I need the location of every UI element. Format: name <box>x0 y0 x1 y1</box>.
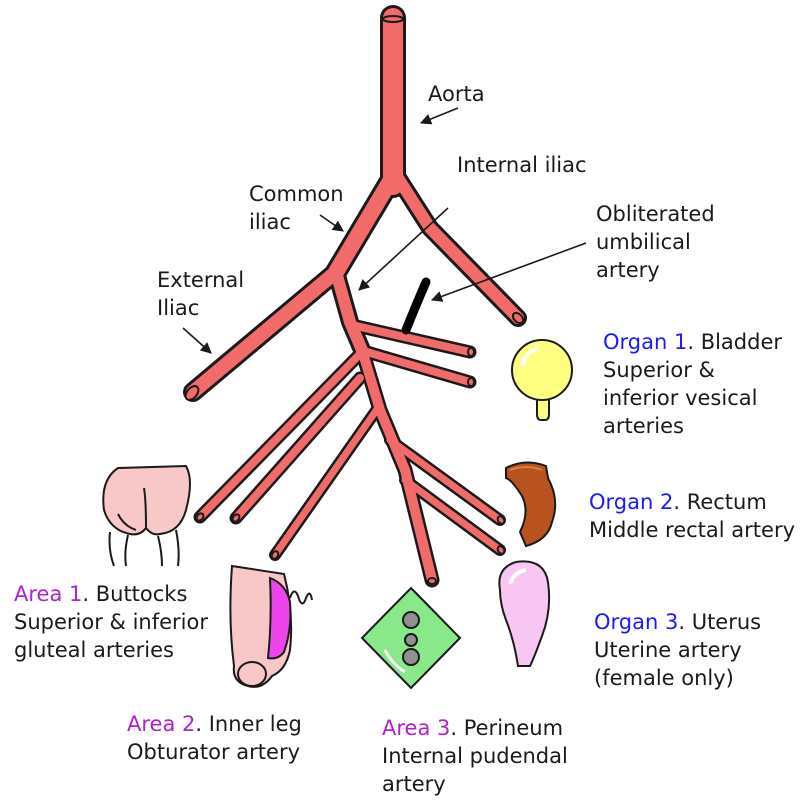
common-iliac-label: Common iliac <box>249 180 344 236</box>
area-2-tag: Area 2 <box>127 712 195 736</box>
obliterated-label: Obliterated umbilical artery <box>596 200 715 284</box>
area-3-line-2: artery <box>382 770 568 798</box>
area-1-line-1: Superior & inferior <box>14 608 208 636</box>
internal-iliac-text: Internal iliac <box>457 151 587 179</box>
inner-leg-icon <box>230 566 312 687</box>
perineum-icon <box>362 588 460 688</box>
area-2-name: . Inner leg <box>195 712 301 736</box>
external-iliac-arrow <box>183 328 211 353</box>
organ-1-line-3: arteries <box>603 412 782 440</box>
area-2-heading: Area 2. Inner leg <box>127 710 302 738</box>
organ-2-label: Organ 2. Rectum Middle rectal artery <box>589 488 795 544</box>
organ-3-line-1: Uterine artery <box>594 636 761 664</box>
obliterated-umbilical-artery <box>406 282 426 330</box>
rectum-icon <box>506 462 555 546</box>
bladder-icon <box>512 340 572 420</box>
organ-1-name: . Bladder <box>687 330 782 354</box>
organ-1-label: Organ 1. Bladder Superior & inferior ves… <box>603 328 782 440</box>
area-3-heading: Area 3. Perineum <box>382 714 568 742</box>
organ-2-line-1: Middle rectal artery <box>589 516 795 544</box>
organ-3-name: . Uterus <box>678 610 761 634</box>
obliterated-line-2: umbilical <box>596 228 715 256</box>
aorta-arrow <box>421 108 458 123</box>
area-3-name: . Perineum <box>450 716 563 740</box>
area-2-line-1: Obturator artery <box>127 738 302 766</box>
obliterated-line-3: artery <box>596 256 715 284</box>
obliterated-line-1: Obliterated <box>596 200 715 228</box>
area-1-heading: Area 1. Buttocks <box>14 580 208 608</box>
area-1-name: . Buttocks <box>82 582 187 606</box>
organ-1-heading: Organ 1. Bladder <box>603 328 782 356</box>
organ-3-heading: Organ 3. Uterus <box>594 608 761 636</box>
buttocks-icon <box>103 466 190 566</box>
external-iliac-line-1: External <box>157 266 244 294</box>
uterus-icon <box>499 561 549 666</box>
common-iliac-line-1: Common <box>249 180 344 208</box>
external-iliac-line-2: Iliac <box>157 294 244 322</box>
area-2-label: Area 2. Inner leg Obturator artery <box>127 710 302 766</box>
organ-3-line-2: (female only) <box>594 664 761 692</box>
aorta-text: Aorta <box>428 80 485 108</box>
common-iliac-line-2: iliac <box>249 208 344 236</box>
organ-1-line-2: inferior vesical <box>603 384 782 412</box>
organ-2-tag: Organ 2 <box>589 490 673 514</box>
organ-2-name: . Rectum <box>673 490 766 514</box>
organ-3-label: Organ 3. Uterus Uterine artery (female o… <box>594 608 761 692</box>
organ-1-line-1: Superior & <box>603 356 782 384</box>
area-3-line-1: Internal pudendal <box>382 742 568 770</box>
area-1-line-2: gluteal arteries <box>14 636 208 664</box>
organ-3-tag: Organ 3 <box>594 610 678 634</box>
internal-iliac-label: Internal iliac <box>457 151 587 179</box>
organ-2-heading: Organ 2. Rectum <box>589 488 795 516</box>
organ-1-tag: Organ 1 <box>603 330 687 354</box>
aorta-label: Aorta <box>428 80 485 108</box>
external-iliac-label: External Iliac <box>157 266 244 322</box>
area-1-tag: Area 1 <box>14 582 82 606</box>
area-3-tag: Area 3 <box>382 716 450 740</box>
area-3-label: Area 3. Perineum Internal pudendal arter… <box>382 714 568 798</box>
area-1-label: Area 1. Buttocks Superior & inferior glu… <box>14 580 208 664</box>
